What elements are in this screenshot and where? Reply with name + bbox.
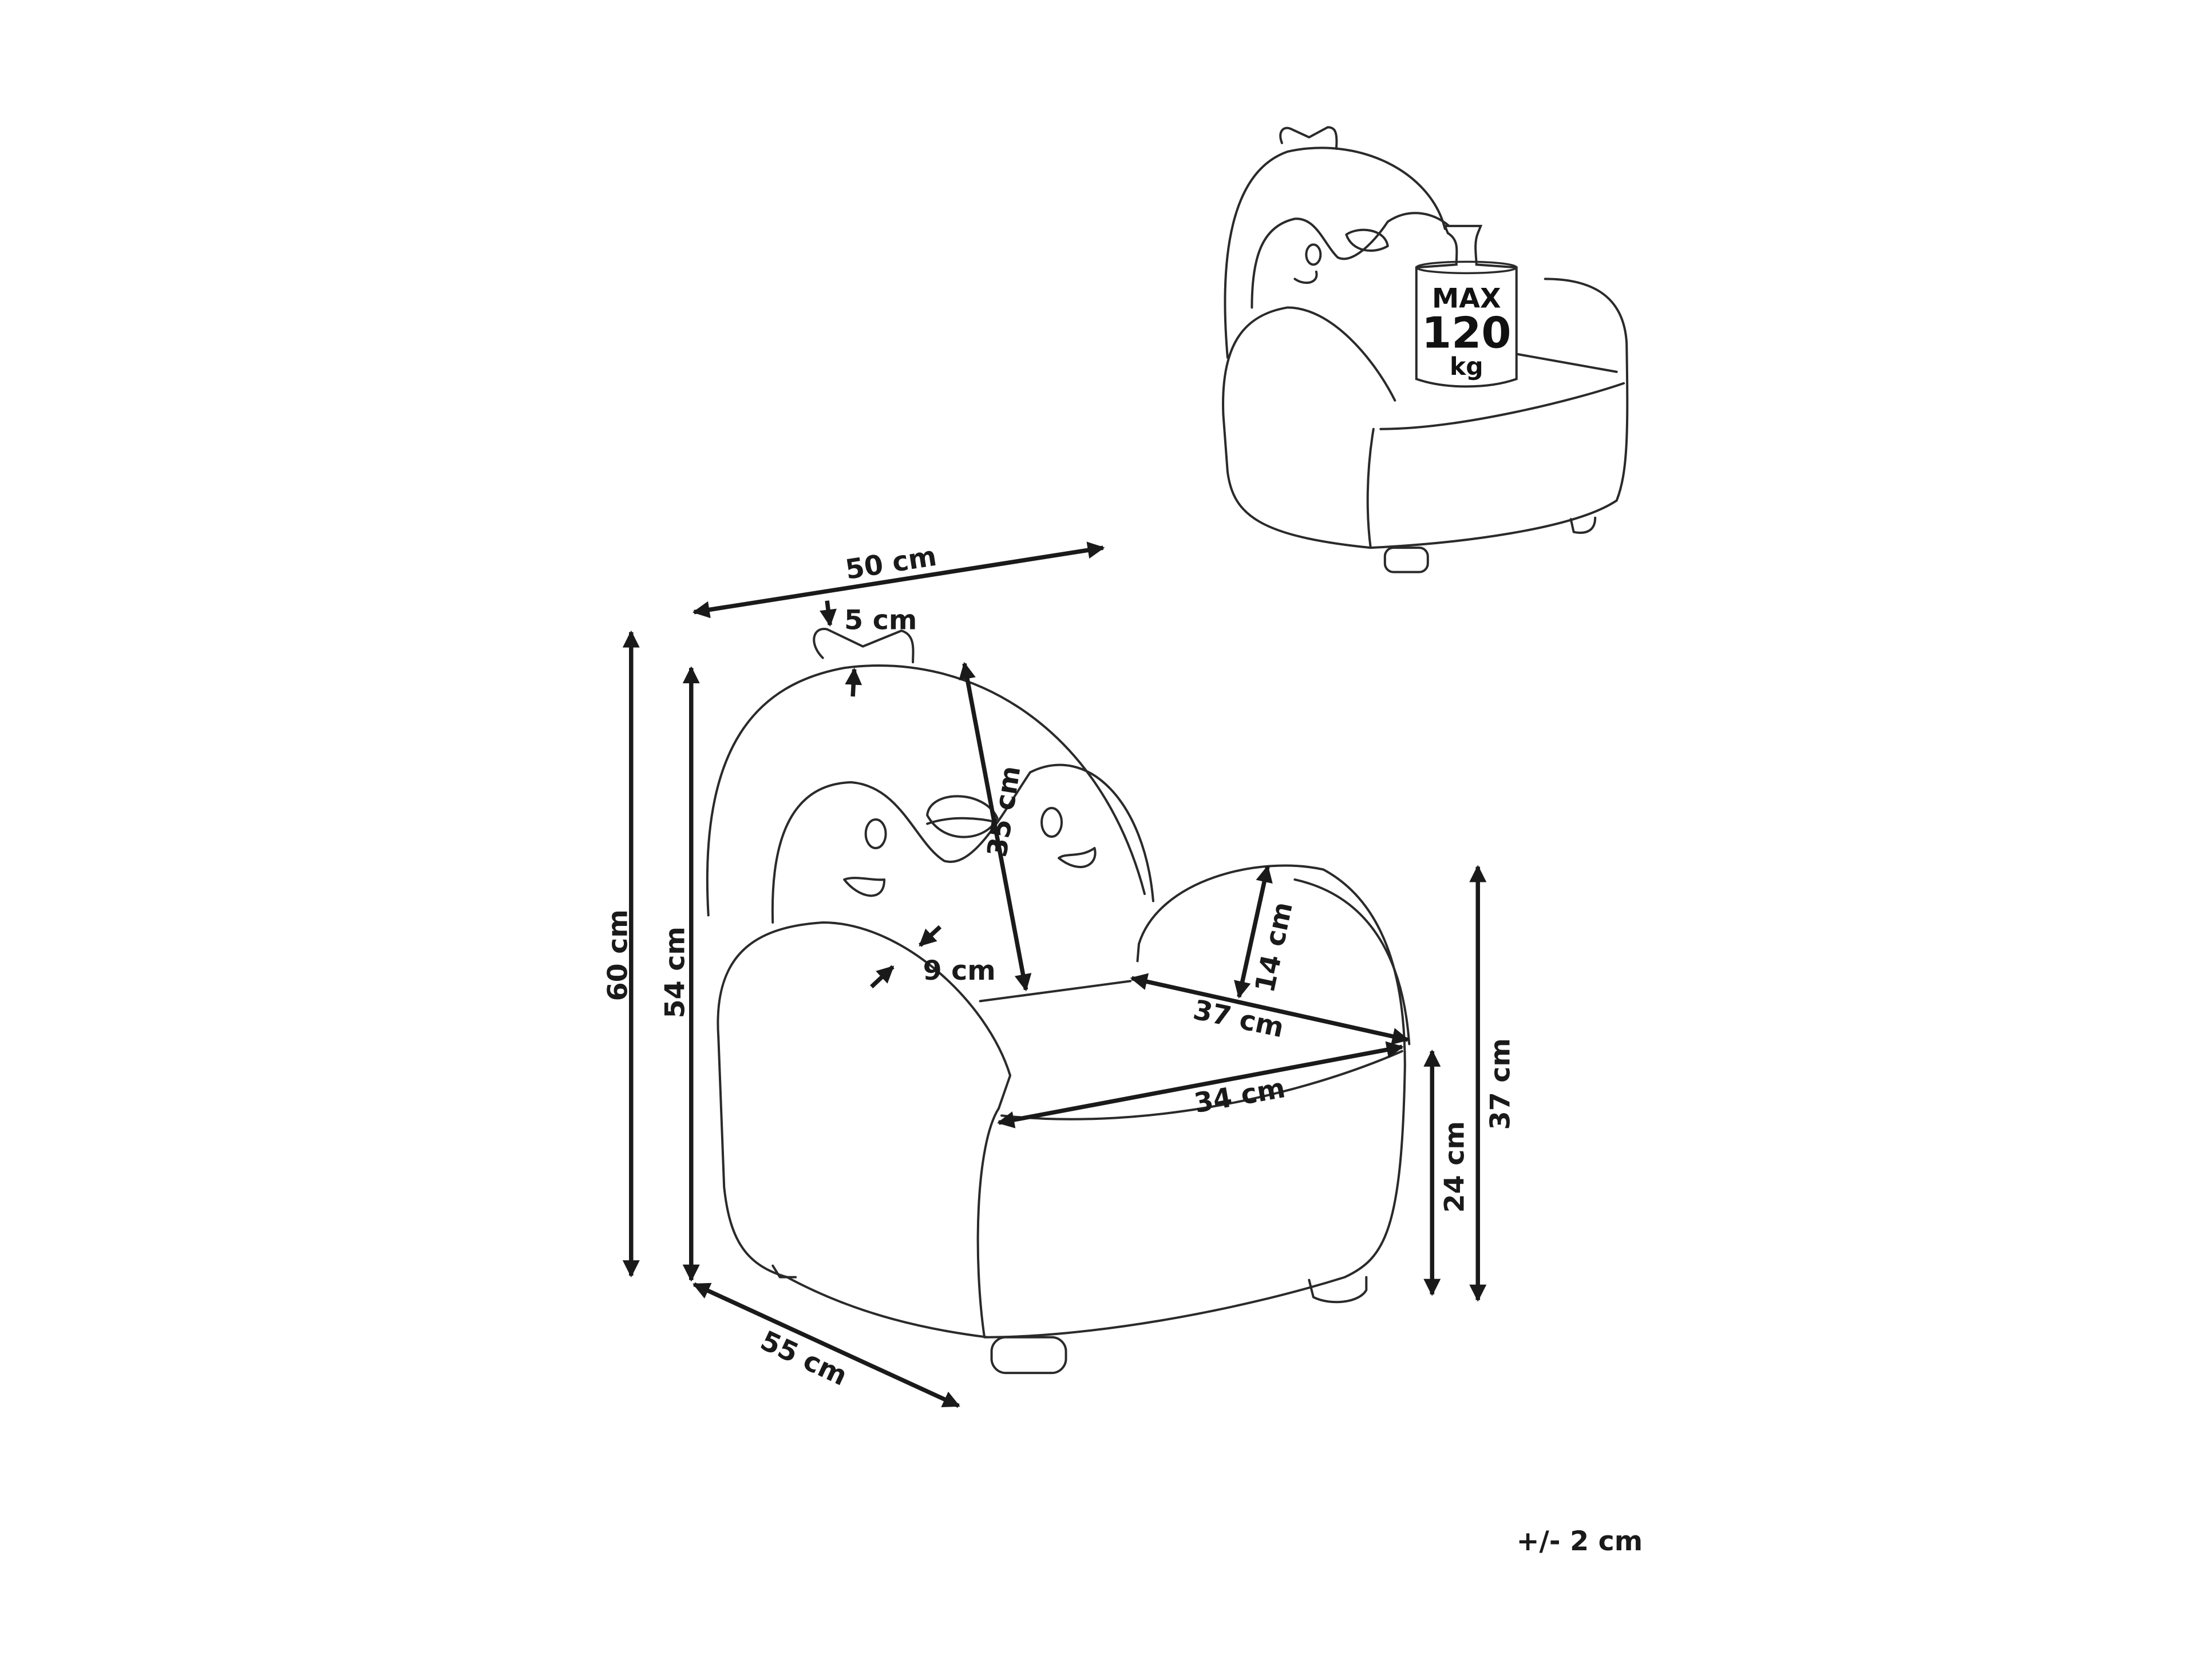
max-label: MAX [1432,283,1501,314]
backrest-label: 35 cm [982,764,1027,860]
dimension-lines [622,541,1487,1408]
small-chair-illustration [1222,126,1629,573]
seat-width-label: 34 cm [1192,1072,1287,1119]
width-label: 50 cm [843,541,939,586]
max-weight-unit: kg [1450,353,1483,381]
tolerance-note: +/- 2 cm [1517,1526,1643,1557]
max-load-weight-icon: MAX 120 kg [1415,224,1518,388]
main-chair-illustration [706,628,1411,1375]
armrest-height-label: 37 cm [1485,1038,1516,1130]
armrest-width-label: 9 cm [923,955,996,987]
total-height-label: 60 cm [602,909,634,1001]
back-height-label: 54 cm [659,926,691,1018]
max-weight-value: 120 [1422,307,1511,358]
crest-label: 5 cm [844,605,917,636]
seat-height-label: 24 cm [1439,1121,1470,1213]
